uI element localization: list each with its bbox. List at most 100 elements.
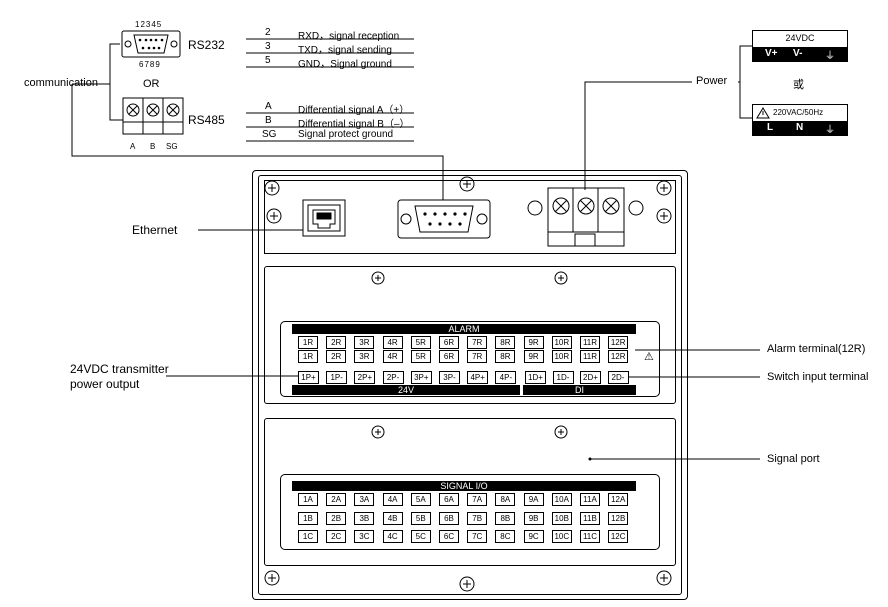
- power-dc-legend: 24VDC V+ V- ⏚: [752, 30, 848, 62]
- ethernet-label: Ethernet: [132, 223, 178, 237]
- rs232-pins-bottom: 6789: [139, 60, 161, 69]
- power-to-terminal-line: [584, 81, 692, 190]
- rs485-row-pin: B: [265, 115, 272, 126]
- terminal-cell: 8B: [495, 512, 516, 525]
- terminal-cell: 12R: [608, 350, 629, 363]
- terminal-cell: 8R: [495, 336, 516, 349]
- screw-icon: [266, 208, 282, 224]
- terminal-cell: 1R: [298, 336, 318, 349]
- rs232-pins-top: 12345: [135, 20, 163, 29]
- terminal-cell: 6A: [439, 493, 459, 506]
- terminal-cell: 12R: [608, 336, 629, 349]
- rs485-label: RS485: [188, 113, 225, 127]
- screw-icon: [264, 180, 280, 196]
- terminal-cell: 12B: [608, 512, 629, 525]
- terminal-cell: 9C: [523, 530, 544, 543]
- terminal-cell: 5B: [410, 512, 431, 525]
- terminal-cell: 4P+: [467, 371, 489, 384]
- dc-terminal-band: V+ V- ⏚: [753, 47, 847, 62]
- terminal-cell: 2P+: [354, 371, 376, 384]
- alarm-title-band: ALARM: [292, 324, 636, 334]
- terminal-cell: 9R: [523, 336, 544, 349]
- rs485-row-desc: Differential signal B（–）: [298, 119, 410, 130]
- terminal-cell: 3C: [354, 530, 375, 543]
- ac-title: 220VAC/50Hz: [773, 108, 824, 117]
- rs485-row-desc: Differential signal A（+）: [298, 105, 410, 116]
- screw-icon: [459, 176, 475, 192]
- transmitter-label-2: power output: [70, 377, 140, 391]
- screw-icon: [371, 425, 385, 439]
- terminal-cell: 7C: [467, 530, 488, 543]
- terminal-cell: 8C: [495, 530, 516, 543]
- dc-term-vminus: V-: [793, 48, 803, 59]
- terminal-cell: 1D-: [552, 371, 574, 384]
- rs485-pin-a: A: [130, 142, 136, 151]
- terminal-cell: 11A: [580, 493, 600, 506]
- terminal-cell: 3P+: [410, 371, 432, 384]
- terminal-cell: 2C: [326, 530, 347, 543]
- ac-term-n: N: [796, 122, 804, 133]
- rs232-connector-icon: [121, 30, 181, 58]
- signal-title-band: SIGNAL I/O: [292, 481, 636, 491]
- screw-icon: [459, 576, 475, 592]
- transmitter-label-1: 24VDC transmitter: [70, 362, 169, 376]
- alarm-warning-icon: ⚠: [644, 351, 654, 363]
- rs232-row-pin: 3: [265, 41, 271, 52]
- top-section: [264, 180, 676, 254]
- signal-cover-plate: [264, 418, 676, 566]
- terminal-cell: 8A: [495, 493, 516, 506]
- rs485-pin-sg: SG: [166, 142, 178, 151]
- rs485-row-desc: Signal protect ground: [298, 129, 394, 140]
- rs232-label: RS232: [188, 38, 225, 52]
- warning-icon: [756, 107, 770, 119]
- comm-to-db9-line: [71, 84, 444, 200]
- terminal-cell: 2D-: [607, 371, 629, 384]
- ac-ground-icon: ⏚: [825, 125, 835, 136]
- terminal-cell: 10A: [551, 493, 572, 506]
- terminal-cell: 11C: [580, 530, 600, 543]
- screw-icon: [656, 180, 672, 196]
- terminal-cell: 7B: [467, 512, 488, 525]
- terminal-cell: 10B: [551, 512, 572, 525]
- terminal-cell: 7R: [467, 336, 488, 349]
- terminal-cell: 12C: [608, 530, 629, 543]
- alarm-terminal-block: [280, 321, 660, 397]
- power-or-label: 或: [793, 79, 804, 91]
- communication-label: communication: [24, 77, 98, 89]
- device-body: [252, 170, 688, 600]
- ac-terminal-band: L N ⏚: [753, 121, 847, 136]
- terminal-cell: 2R: [326, 350, 347, 363]
- terminal-cell: 5R: [410, 336, 431, 349]
- ethernet-port-icon: [302, 199, 346, 237]
- terminal-cell: 4R: [382, 350, 403, 363]
- terminal-cell: 9B: [523, 512, 544, 525]
- power-terminal-block-icon: [547, 187, 625, 247]
- device-inner-frame: [258, 175, 682, 595]
- terminal-cell: 6R: [439, 350, 459, 363]
- terminal-cell: 4P-: [495, 371, 517, 384]
- switch-input-label: Switch input terminal: [767, 371, 869, 383]
- screw-icon: [554, 271, 568, 285]
- rs232-row-desc: RXD，signal reception: [298, 31, 400, 42]
- rs485-pin-b: B: [150, 142, 156, 151]
- terminal-cell: 2R: [326, 336, 347, 349]
- terminal-cell: 1A: [298, 493, 318, 506]
- comm-bracket-line: [109, 43, 123, 121]
- terminal-cell: 7A: [467, 493, 488, 506]
- terminal-cell: 11R: [580, 336, 600, 349]
- mount-hole-icon: [628, 200, 644, 216]
- rs232-row-pin: 2: [265, 27, 271, 38]
- terminal-cell: 4C: [382, 530, 403, 543]
- rs485-row-pin: SG: [262, 129, 277, 140]
- terminal-cell: 1B: [298, 512, 318, 525]
- alarm-terminal-label: Alarm terminal(12R): [767, 343, 866, 355]
- terminal-cell: 2D+: [580, 371, 601, 384]
- terminal-cell: 9A: [523, 493, 544, 506]
- terminal-cell: 7R: [467, 350, 488, 363]
- alarm-cover-plate: [264, 266, 676, 404]
- terminal-cell: 1R: [298, 350, 318, 363]
- terminal-cell: 3B: [354, 512, 375, 525]
- terminal-cell: 10R: [551, 350, 572, 363]
- screw-icon: [656, 208, 672, 224]
